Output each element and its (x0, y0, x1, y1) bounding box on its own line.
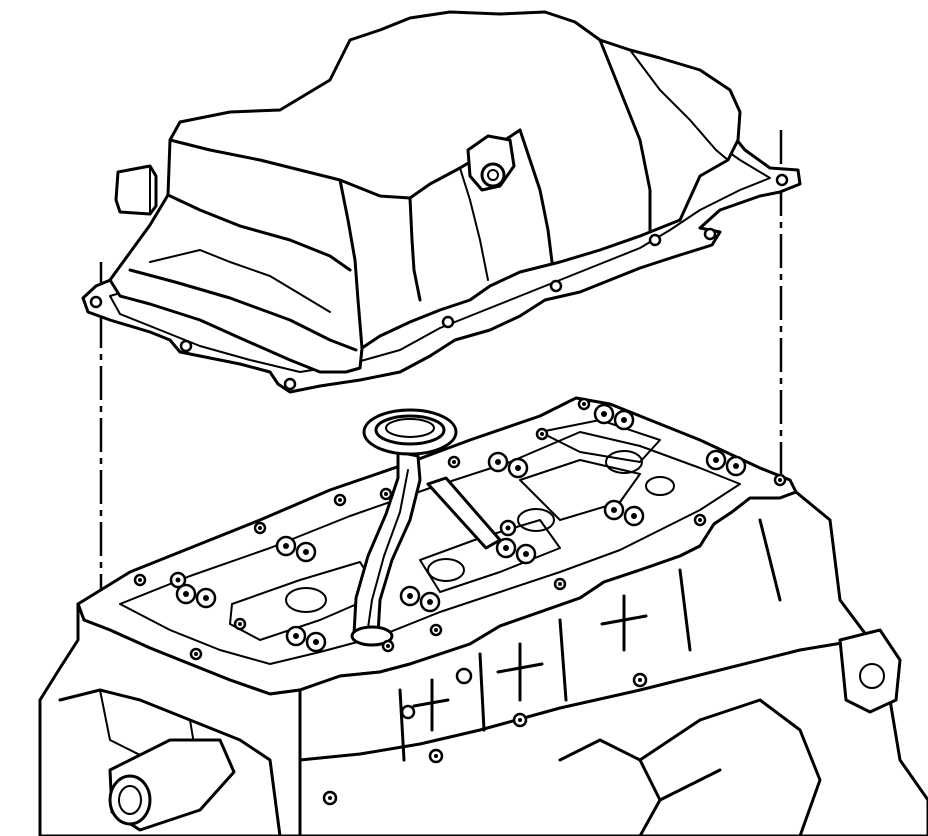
gasket-cell-4 (539, 419, 661, 463)
oil-pan-boss-hole (480, 162, 506, 188)
bolt-cluster-6 (495, 519, 537, 565)
crank-journal (638, 718, 722, 802)
bearing-cap-oval-3 (517, 508, 555, 532)
oil-pan-rear-step (518, 128, 554, 264)
block-skirt-panel-lines (398, 518, 782, 762)
bearing-cap-oval-2 (427, 558, 465, 582)
water-outlet-opening (108, 774, 152, 826)
bearing-cap-oval-5 (645, 476, 675, 496)
engine-block-lower (38, 396, 928, 836)
pickup-screen-inner (385, 418, 435, 438)
block-mount-boss-hole (859, 663, 885, 689)
oil-pan-front-drop (338, 178, 364, 350)
perimeter-bolts (133, 397, 787, 806)
engine-block-front-face (38, 602, 302, 836)
oil-pan-step-contour (459, 167, 489, 281)
bolt-cluster-9 (705, 449, 747, 477)
oil-pan-sump-floor (128, 268, 358, 352)
skirt-hole-1 (455, 667, 473, 685)
oil-pan (81, 10, 802, 394)
block-skirt-bottom-edge (298, 638, 862, 762)
oil-pan-rear-wall (598, 38, 652, 232)
bolt-cluster-3 (275, 535, 317, 563)
bolt-cluster-7 (593, 403, 635, 431)
gasket-cell-3 (519, 459, 641, 521)
bearing-cap-oval-1 (285, 587, 327, 613)
oil-pan-side-wall (166, 193, 352, 272)
bolt-cluster-2 (285, 625, 327, 653)
oil-pan-mid-drop (408, 196, 422, 302)
oil-pan-boss-hole-inner (487, 169, 499, 181)
pickup-tube-mount-flange (350, 625, 394, 647)
oil-pump-pickup-tube (350, 408, 502, 647)
crank-counterweight-2 (698, 698, 822, 836)
block-skirt-cross-ribs (412, 594, 648, 732)
engine-block-side-face (298, 490, 928, 836)
oil-pan-sump-inner (149, 249, 331, 313)
bolt-cluster-1 (169, 571, 217, 609)
oil-pan-rear-contour (629, 49, 729, 161)
pickup-screen-rim (374, 414, 446, 446)
bolt-cluster-5 (487, 451, 529, 479)
skirt-hole-2 (400, 704, 416, 720)
bolt-cluster-8 (603, 499, 645, 527)
bearing-cap-oval-4 (605, 450, 643, 474)
pickup-tube-highlight (367, 469, 409, 629)
bolt-cluster-4 (399, 585, 441, 613)
oil-pan-flange-bolt-holes (89, 173, 789, 391)
block-deck-bolts (133, 397, 787, 806)
water-outlet-opening-inner (118, 785, 142, 815)
block-mount-boss (838, 628, 902, 714)
